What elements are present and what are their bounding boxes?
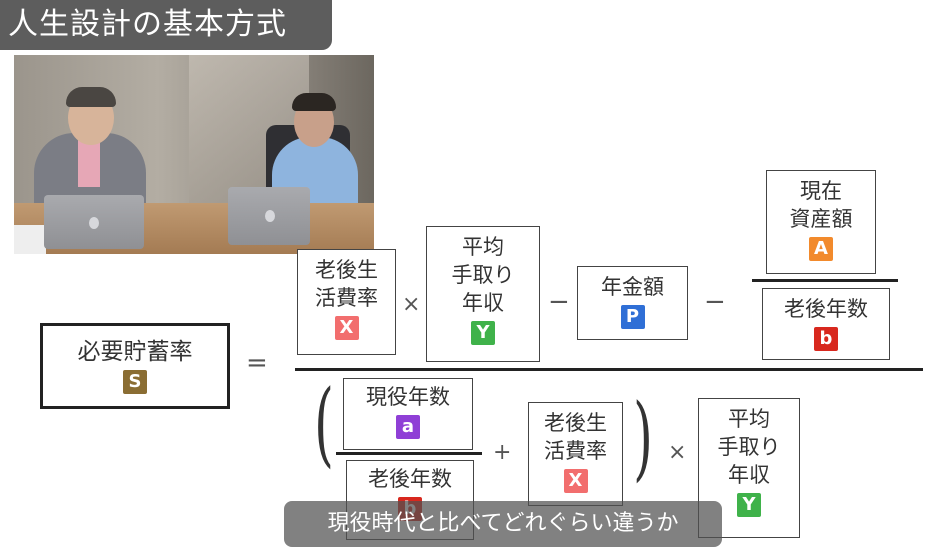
tile-P: P [620, 305, 645, 329]
den-plus-sign: + [493, 440, 512, 465]
num-y-line1: 平均 [462, 235, 504, 259]
num-minus-sign-1: − [548, 287, 570, 317]
num-minus-sign-2: − [704, 287, 726, 317]
caption-subtitle: 現役時代と比べてどれぐらい違うか [284, 501, 722, 547]
tile-b: b [814, 327, 838, 351]
apple-logo-icon [89, 216, 99, 229]
num-retirement-years-label: 老後年数 [784, 297, 868, 321]
slide-title: 人生設計の基本方式 [0, 0, 332, 50]
den-y-line1: 平均 [728, 407, 770, 431]
current-assets-box: 現在 資産額 A [766, 170, 876, 274]
main-fraction-line [295, 368, 923, 371]
tile-a: a [396, 415, 420, 439]
video-paper [14, 225, 46, 254]
inner-fraction-line [752, 279, 898, 282]
num-y-line2: 手取り [451, 263, 515, 287]
video-laptop-right [228, 187, 310, 245]
required-savings-rate-label: 必要貯蓄率 [77, 339, 193, 365]
num-average-take-home-income-box: 平均 手取り 年収 Y [426, 226, 540, 362]
apple-logo-icon [264, 210, 275, 223]
den-times-sign: × [668, 440, 687, 465]
left-paren: ( [314, 370, 334, 477]
den-working-years-label: 現役年数 [366, 385, 450, 409]
den-average-take-home-income-box: 平均 手取り 年収 Y [698, 398, 800, 538]
num-times-sign: × [402, 292, 421, 317]
den-inner-fraction-line [336, 452, 482, 455]
tile-S: S [123, 370, 147, 394]
required-savings-rate-box: 必要貯蓄率 S [40, 323, 230, 409]
num-retirement-living-cost-rate-box: 老後生 活費率 X [297, 249, 396, 355]
video-person-left-hair [66, 87, 116, 107]
current-assets-line1: 現在 [800, 179, 842, 203]
den-working-years-box: 現役年数 a [343, 378, 473, 450]
equals-sign: = [246, 348, 268, 378]
num-y-line3: 年収 [462, 291, 504, 315]
video-person-right-hair [292, 93, 336, 111]
den-retirement-years-label: 老後年数 [368, 467, 452, 491]
den-y-line2: 手取り [717, 435, 781, 459]
tile-X: X [334, 316, 359, 340]
den-retirement-living-cost-rate-box: 老後生 活費率 X [528, 402, 623, 506]
current-assets-line2: 資産額 [789, 207, 853, 231]
video-thumbnail[interactable] [14, 55, 374, 254]
den-y-line3: 年収 [728, 463, 770, 487]
den-x-line1: 老後生 [544, 411, 607, 435]
video-laptop-left [44, 195, 144, 249]
tile-X-den: X [563, 469, 588, 493]
tile-Y-den: Y [737, 493, 761, 517]
num-pension-label: 年金額 [601, 275, 664, 299]
den-x-line2: 活費率 [544, 439, 607, 463]
tile-A: A [809, 237, 833, 261]
video-person-left-shirt [78, 137, 100, 187]
right-paren: ) [633, 384, 653, 491]
num-retirement-years-box: 老後年数 b [762, 288, 890, 360]
num-x-line1: 老後生 [315, 258, 378, 282]
num-pension-amount-box: 年金額 P [577, 266, 688, 340]
num-x-line2: 活費率 [315, 286, 378, 310]
tile-Y: Y [471, 321, 495, 345]
